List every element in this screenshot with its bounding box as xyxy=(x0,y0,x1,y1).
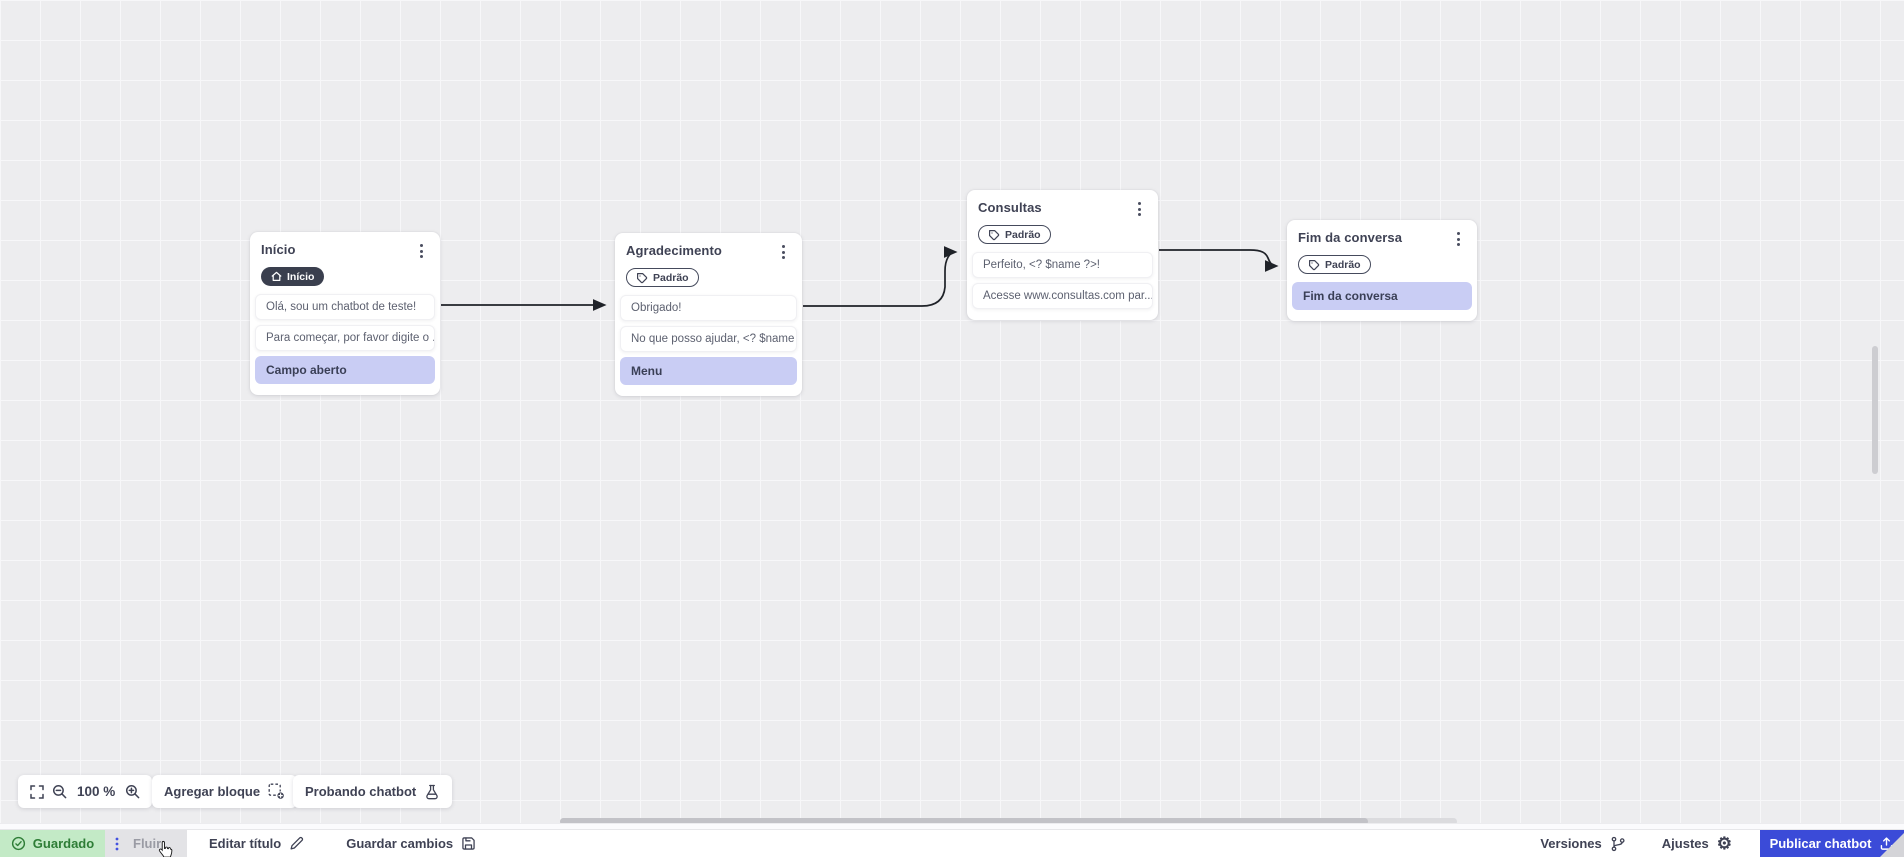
saved-status-badge: Guardado xyxy=(0,830,105,857)
message-card[interactable]: Para começar, por favor digite o ... xyxy=(255,325,435,351)
node-title: Consultas xyxy=(978,200,1042,215)
publish-chatbot-button[interactable]: Publicar chatbot xyxy=(1760,830,1904,857)
saved-status-label: Guardado xyxy=(32,836,95,851)
kebab-menu-icon[interactable] xyxy=(1134,200,1145,218)
window-corner-grip xyxy=(1880,833,1904,857)
publish-chatbot-label: Publicar chatbot xyxy=(1769,836,1872,851)
node-title: Fim da conversa xyxy=(1298,230,1403,245)
scrollbar-gutter xyxy=(0,823,1904,829)
node-badge-inicio: Início xyxy=(261,267,325,286)
message-card[interactable]: Acesse www.consultas.com par... xyxy=(972,283,1153,309)
flow-connections xyxy=(441,246,1279,311)
node-badge-padrao: Padrão xyxy=(978,225,1051,244)
tab-fluir-label: Fluir xyxy=(133,836,162,851)
versions-label: Versiones xyxy=(1540,836,1602,851)
node-badge-padrao: Padrão xyxy=(1298,255,1371,274)
add-block-icon xyxy=(268,783,285,800)
horizontal-scrollbar[interactable] xyxy=(560,818,1457,825)
action-card-end[interactable]: Fim da conversa xyxy=(1292,282,1472,310)
zoom-in-icon[interactable] xyxy=(125,784,140,799)
pencil-icon xyxy=(290,836,304,850)
add-block-button[interactable]: Agregar bloque xyxy=(152,775,298,808)
edge-consultas-fim xyxy=(1159,249,1279,272)
save-changes-button[interactable]: Guardar cambios xyxy=(346,830,476,857)
zoom-level: 100 % xyxy=(77,784,116,799)
kebab-menu-icon[interactable] xyxy=(778,243,789,261)
flow-node-fim-da-conversa[interactable]: Fim da conversa Padrão Fim da conversa xyxy=(1287,220,1477,321)
statusbar-spacer xyxy=(476,830,1540,857)
flow-node-consultas[interactable]: Consultas Padrão Perfeito, <? $name ?>! … xyxy=(967,190,1158,320)
node-badge-label: Padrão xyxy=(653,271,689,284)
edge-agradecimento-consultas xyxy=(803,246,958,307)
gear-icon: ⚙ xyxy=(1716,834,1732,853)
tag-icon xyxy=(989,229,1000,240)
check-circle-icon xyxy=(11,836,25,851)
message-card[interactable]: Olá, sou um chatbot de teste! xyxy=(255,294,435,320)
message-card[interactable]: No que posso ajudar, <? $name ... xyxy=(620,326,797,352)
node-title: Agradecimento xyxy=(626,243,722,258)
git-branch-icon xyxy=(1611,836,1625,851)
horizontal-scrollbar-thumb[interactable] xyxy=(560,818,1368,825)
node-badge-padrao: Padrão xyxy=(626,268,699,287)
flow-node-agradecimento[interactable]: Agradecimento Padrão Obrigado! No que po… xyxy=(615,233,802,396)
node-badge-label: Padrão xyxy=(1005,228,1041,241)
node-badge-label: Padrão xyxy=(1325,258,1361,271)
fullscreen-icon[interactable] xyxy=(30,784,44,799)
versions-button[interactable]: Versiones xyxy=(1540,830,1625,857)
floppy-icon xyxy=(462,837,475,850)
node-title: Início xyxy=(261,242,296,257)
drag-dots-icon[interactable] xyxy=(115,837,119,851)
flow-node-inicio[interactable]: Início Início Olá, sou um chatbot de tes… xyxy=(250,232,440,395)
action-card-menu[interactable]: Menu xyxy=(620,357,797,385)
tab-fluir[interactable]: Fluir xyxy=(105,830,187,857)
tag-icon xyxy=(1309,259,1320,270)
bottom-status-bar: Guardado Fluir Editar título Guardar cam… xyxy=(0,829,1904,857)
edit-title-button[interactable]: Editar título xyxy=(209,830,304,857)
kebab-menu-icon[interactable] xyxy=(416,242,427,260)
tag-icon xyxy=(637,272,648,283)
settings-button[interactable]: Ajustes ⚙ xyxy=(1662,830,1732,857)
flow-canvas[interactable]: Início Início Olá, sou um chatbot de tes… xyxy=(0,0,1904,825)
vertical-scrollbar-thumb[interactable] xyxy=(1872,346,1878,474)
message-card[interactable]: Obrigado! xyxy=(620,295,797,321)
home-icon xyxy=(271,271,282,281)
action-card-open-field[interactable]: Campo aberto xyxy=(255,356,435,384)
message-card[interactable]: Perfeito, <? $name ?>! xyxy=(972,252,1153,278)
flask-icon xyxy=(426,784,439,799)
node-badge-label: Início xyxy=(287,270,315,283)
save-changes-label: Guardar cambios xyxy=(346,836,454,851)
edit-title-label: Editar título xyxy=(209,836,282,851)
settings-label: Ajustes xyxy=(1661,836,1709,851)
kebab-menu-icon[interactable] xyxy=(1453,230,1464,248)
zoom-controls: 100 % xyxy=(18,775,153,808)
zoom-out-icon[interactable] xyxy=(52,784,67,799)
test-chatbot-label: Probando chatbot xyxy=(305,784,417,799)
add-block-label: Agregar bloque xyxy=(164,784,261,799)
test-chatbot-button[interactable]: Probando chatbot xyxy=(293,775,453,808)
